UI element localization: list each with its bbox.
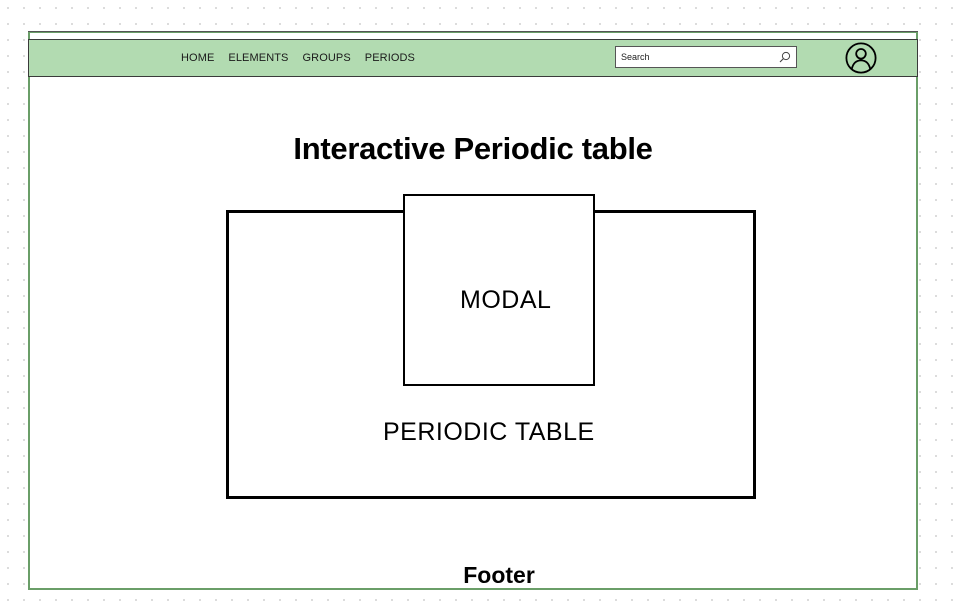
periodic-table-label: PERIODIC TABLE [383, 418, 595, 446]
nav-link-elements[interactable]: ELEMENTS [228, 52, 289, 64]
search-box[interactable] [615, 46, 797, 68]
search-icon[interactable] [779, 51, 791, 63]
page-title: Interactive Periodic table [293, 131, 653, 166]
nav-link-groups[interactable]: GROUPS [302, 52, 351, 64]
nav-links: HOME ELEMENTS GROUPS PERIODS [181, 40, 415, 76]
nav-link-home[interactable]: HOME [181, 52, 215, 64]
footer-label: Footer [463, 562, 535, 588]
top-divider [28, 31, 918, 40]
user-avatar-icon[interactable] [845, 42, 877, 74]
modal-label: MODAL [460, 286, 552, 314]
search-input[interactable] [621, 48, 771, 66]
navbar: HOME ELEMENTS GROUPS PERIODS [28, 39, 918, 77]
modal-placeholder[interactable] [403, 194, 595, 386]
nav-link-periods[interactable]: PERIODS [364, 52, 415, 64]
